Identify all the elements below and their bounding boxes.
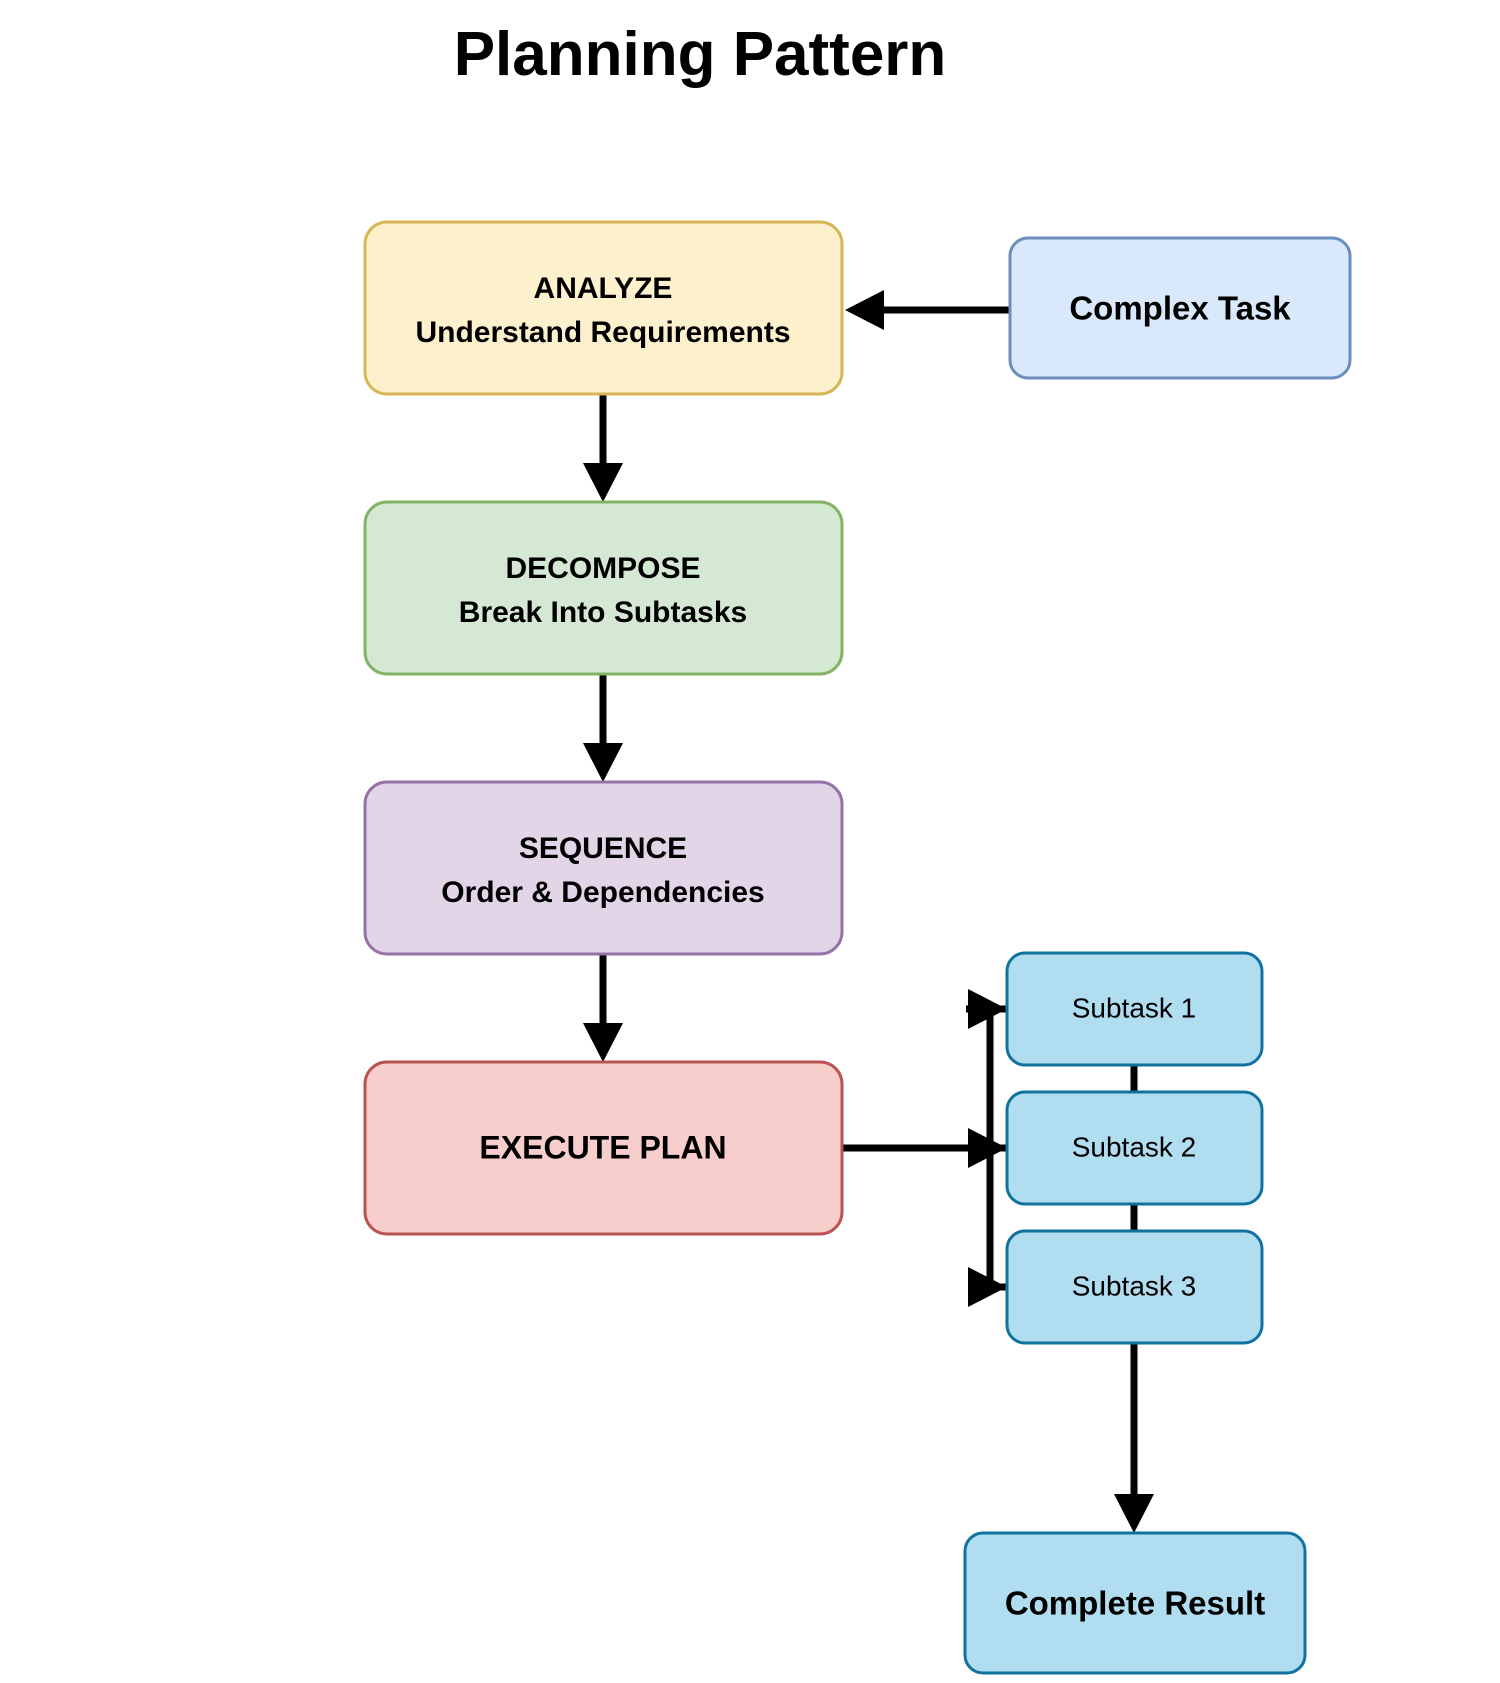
node-decompose[interactable]: DECOMPOSE Break Into Subtasks [363,500,844,676]
arrow-head-icon [968,989,1007,1029]
edge-decompose-to-sequence [583,674,623,782]
edge-analyze-to-decompose [583,394,623,502]
node-subtask-2-label: Subtask 2 [1072,1131,1197,1162]
arrow-head-icon [968,1267,1007,1307]
node-complete-result-shape[interactable] [963,1531,1307,1675]
node-subtask-1-label: Subtask 1 [1072,992,1197,1023]
arrow-head-icon [583,743,623,782]
node-sequence-line1: SEQUENCE [519,832,687,865]
node-analyze-line2: Understand Requirements [415,316,790,349]
arrow-head-icon [583,1023,623,1062]
node-sequence[interactable]: SEQUENCE Order & Dependencies [363,780,844,956]
node-complex-task[interactable]: Complex Task [1008,236,1352,380]
node-subtask-3-label: Subtask 3 [1072,1270,1197,1301]
arrow-head-icon [1114,1494,1154,1533]
edge-subtask3-to-complete [1114,1343,1154,1533]
node-decompose-line2: Break Into Subtasks [459,596,747,629]
node-complete-result[interactable]: Complete Result [963,1531,1307,1675]
node-execute-plan[interactable]: EXECUTE PLAN [363,1060,844,1236]
node-complex-task-label: Complex Task [1069,290,1291,327]
node-subtask-1[interactable]: Subtask 1 [1005,951,1264,1067]
node-decompose-shape[interactable] [363,500,844,676]
node-execute-plan-label: EXECUTE PLAN [479,1129,726,1165]
node-analyze-line1: ANALYZE [534,272,673,305]
node-analyze[interactable]: ANALYZE Understand Requirements [363,220,844,396]
edge-sequence-to-execute [583,954,623,1062]
node-subtask-2[interactable]: Subtask 2 [1005,1090,1264,1206]
node-sequence-shape[interactable] [363,780,844,956]
node-complete-result-label: Complete Result [1005,1585,1265,1622]
node-subtask-1-shape[interactable] [1005,951,1264,1067]
arrow-head-icon [968,1128,1007,1168]
node-execute-plan-shape[interactable] [363,1060,844,1236]
node-subtask-3[interactable]: Subtask 3 [1005,1229,1264,1345]
arrow-head-icon [583,463,623,502]
node-sequence-line2: Order & Dependencies [441,876,764,909]
edge-complex-task-to-analyze [845,290,1010,330]
node-decompose-line1: DECOMPOSE [505,552,700,585]
node-subtask-2-shape[interactable] [1005,1090,1264,1206]
node-complex-task-shape[interactable] [1008,236,1352,380]
arrow-head-icon [845,290,884,330]
node-subtask-3-shape[interactable] [1005,1229,1264,1345]
page-title: Planning Pattern [454,20,947,89]
node-analyze-shape[interactable] [363,220,844,396]
